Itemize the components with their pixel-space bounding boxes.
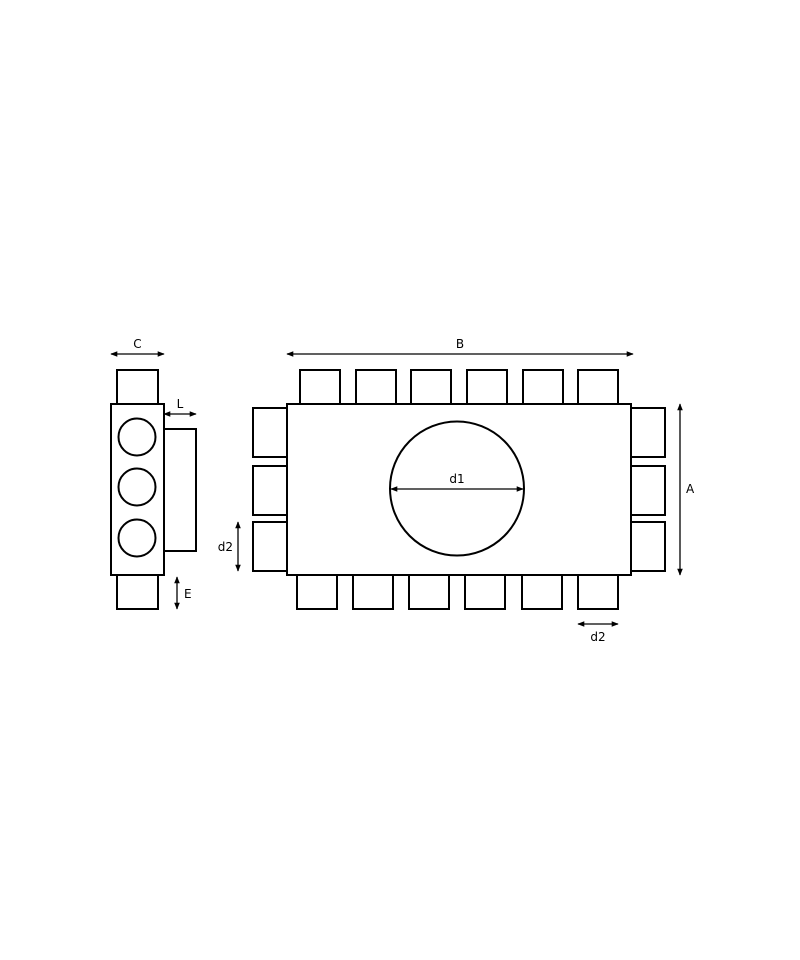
left-spigot-1 — [252, 407, 288, 458]
dim-d2-left-label: d2 — [218, 540, 233, 554]
bottom-spigot-4 — [464, 574, 506, 610]
side-view: C L E — [110, 337, 197, 610]
side-inlet-collar — [163, 428, 197, 552]
top-spigot-2 — [355, 369, 397, 405]
side-outlet-circle-2 — [117, 467, 157, 507]
side-top-spigot — [116, 369, 159, 405]
bottom-spigot-5 — [521, 574, 563, 610]
bottom-spigot-6 — [577, 574, 619, 610]
bottom-spigot-1 — [296, 574, 338, 610]
side-outlet-circle-1 — [117, 417, 157, 457]
top-spigot-4 — [466, 369, 508, 405]
top-spigot-3 — [410, 369, 452, 405]
left-spigot-3 — [252, 521, 288, 572]
side-outlet-circle-3 — [117, 518, 157, 558]
top-spigot-6 — [577, 369, 619, 405]
right-spigot-2 — [630, 465, 666, 516]
side-bottom-spigot — [116, 574, 159, 610]
top-spigot-5 — [522, 369, 564, 405]
right-spigot-3 — [630, 521, 666, 572]
dim-l-label: L — [177, 397, 184, 411]
dim-d2-bottom-label: d2 — [590, 630, 605, 644]
top-spigot-1 — [299, 369, 341, 405]
dim-b-label: B — [456, 337, 464, 351]
right-spigot-1 — [630, 407, 666, 458]
dim-a-label: A — [686, 482, 695, 496]
dim-d1-label: d1 — [449, 472, 464, 486]
bottom-spigot-2 — [352, 574, 394, 610]
bottom-spigot-3 — [408, 574, 450, 610]
dim-c-label: C — [133, 337, 141, 351]
dim-e-label: E — [184, 587, 192, 601]
front-view: d1 B A d2 d2 — [218, 337, 695, 644]
left-spigot-2 — [252, 465, 288, 516]
